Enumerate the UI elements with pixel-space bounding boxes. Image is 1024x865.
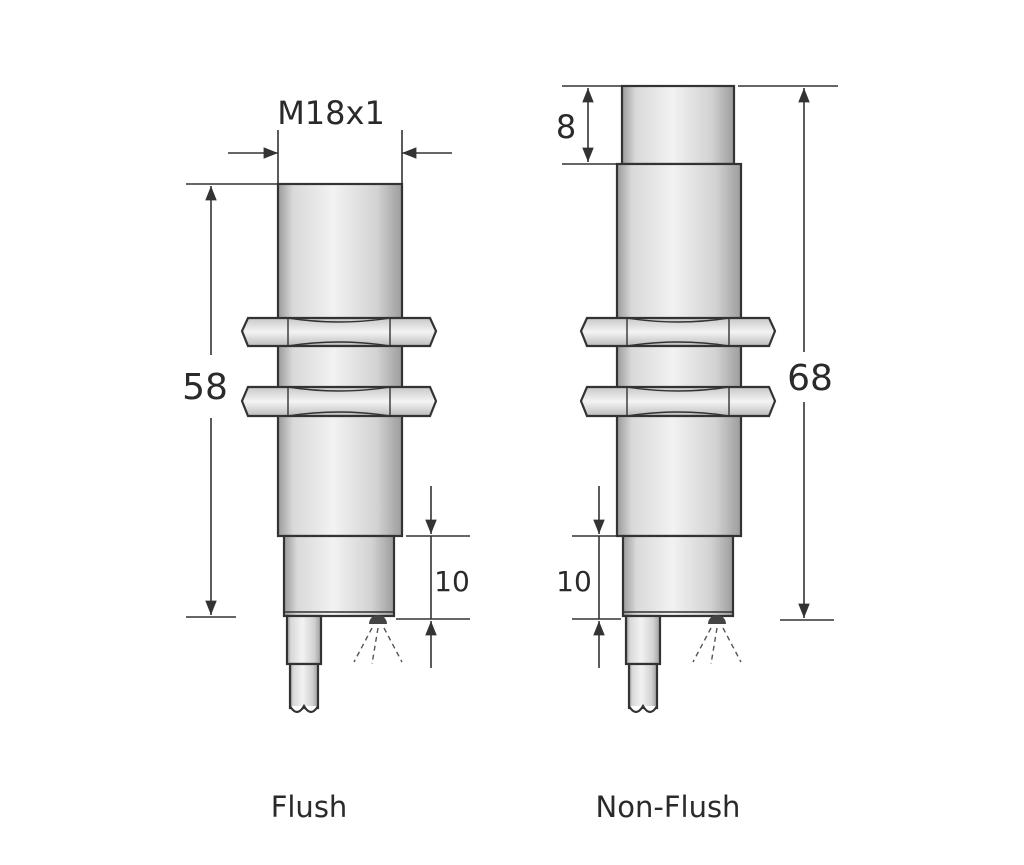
non-flush-length-dimension: 68 <box>738 85 838 621</box>
non-flush-cap <box>620 84 736 166</box>
non-flush-cable <box>624 614 662 714</box>
non-flush-length-label: 68 <box>787 358 833 399</box>
flush-body <box>276 182 404 538</box>
thread-label: M18x1 <box>277 94 385 132</box>
flush-nut-lower <box>240 385 438 418</box>
non-flush-cap-dimension: 8 <box>556 85 622 165</box>
non-flush-led-icon <box>692 615 742 665</box>
non-flush-nut-upper <box>579 316 777 348</box>
non-flush-lower-housing <box>621 534 735 618</box>
non-flush-caption: Non-Flush <box>595 790 741 824</box>
non-flush-cap-label: 8 <box>556 108 576 146</box>
flush-sensing-dimension: 10 <box>396 486 470 668</box>
non-flush-sensor: 8 68 10 <box>556 84 838 714</box>
flush-length-label: 58 <box>182 367 228 408</box>
flush-led-icon <box>353 615 403 665</box>
thread-dimension: M18x1 <box>228 94 452 184</box>
flush-length-dimension: 58 <box>182 183 278 618</box>
flush-sensing-label: 10 <box>434 565 470 598</box>
non-flush-nut-lower <box>579 385 777 418</box>
flush-nut-upper <box>240 316 438 348</box>
flush-cable <box>285 614 323 714</box>
flush-lower-housing <box>282 534 396 618</box>
non-flush-sensing-label: 10 <box>556 565 592 598</box>
non-flush-body <box>615 162 743 538</box>
flush-sensor: M18x1 58 10 <box>182 94 470 714</box>
non-flush-sensing-dimension: 10 <box>556 486 621 668</box>
flush-caption: Flush <box>270 790 348 824</box>
